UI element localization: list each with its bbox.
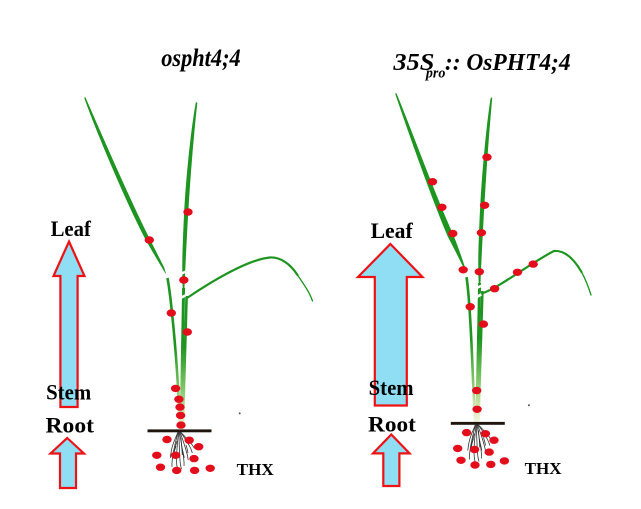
svg-text:35S: 35S [392, 50, 434, 76]
svg-text:Root: Root [368, 412, 417, 437]
svg-text:ospht4;4: ospht4;4 [161, 45, 241, 72]
svg-text:Stem: Stem [46, 379, 91, 404]
svg-text:THX: THX [237, 460, 275, 479]
svg-text:THX: THX [525, 459, 563, 478]
svg-text:pro: pro [424, 66, 445, 82]
svg-text:Leaf: Leaf [51, 216, 92, 241]
svg-text:Leaf: Leaf [371, 218, 414, 243]
svg-text::: OsPHT4;4: :: OsPHT4;4 [445, 50, 571, 76]
svg-text:Root: Root [46, 412, 95, 437]
svg-text:Stem: Stem [369, 375, 414, 400]
